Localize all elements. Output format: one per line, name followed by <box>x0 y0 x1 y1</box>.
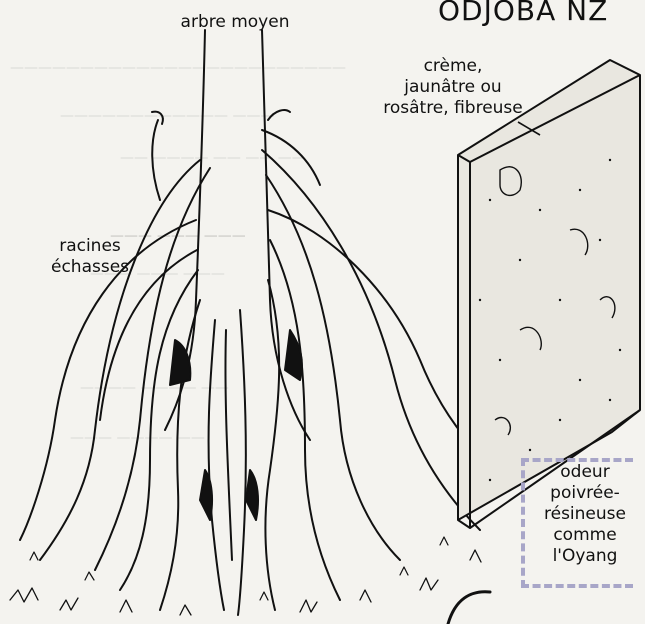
tree-size-label: arbre moyen <box>170 12 300 33</box>
odor-line-2: poivrée- <box>530 483 640 504</box>
tree-illustration <box>10 30 500 624</box>
odor-line-4: comme <box>530 525 640 546</box>
odor-line-3: résineuse <box>530 504 640 525</box>
stilt-roots-line-2: échasses <box>30 257 150 278</box>
odor-line-5: l'Oyang <box>530 546 640 567</box>
bark-color-line-2: jaunâtre ou <box>368 77 538 98</box>
odor-callout-text: odeur poivrée- résineuse comme l'Oyang <box>530 462 640 567</box>
bark-color-line-1: crème, <box>368 56 538 77</box>
stilt-roots-line-1: racines <box>30 236 150 257</box>
bark-color-line-3: rosâtre, fibreuse <box>368 98 538 119</box>
stilt-roots-label: racines échasses <box>30 236 150 278</box>
bark-color-label: crème, jaunâtre ou rosâtre, fibreuse <box>368 56 538 119</box>
odor-line-1: odeur <box>530 462 640 483</box>
